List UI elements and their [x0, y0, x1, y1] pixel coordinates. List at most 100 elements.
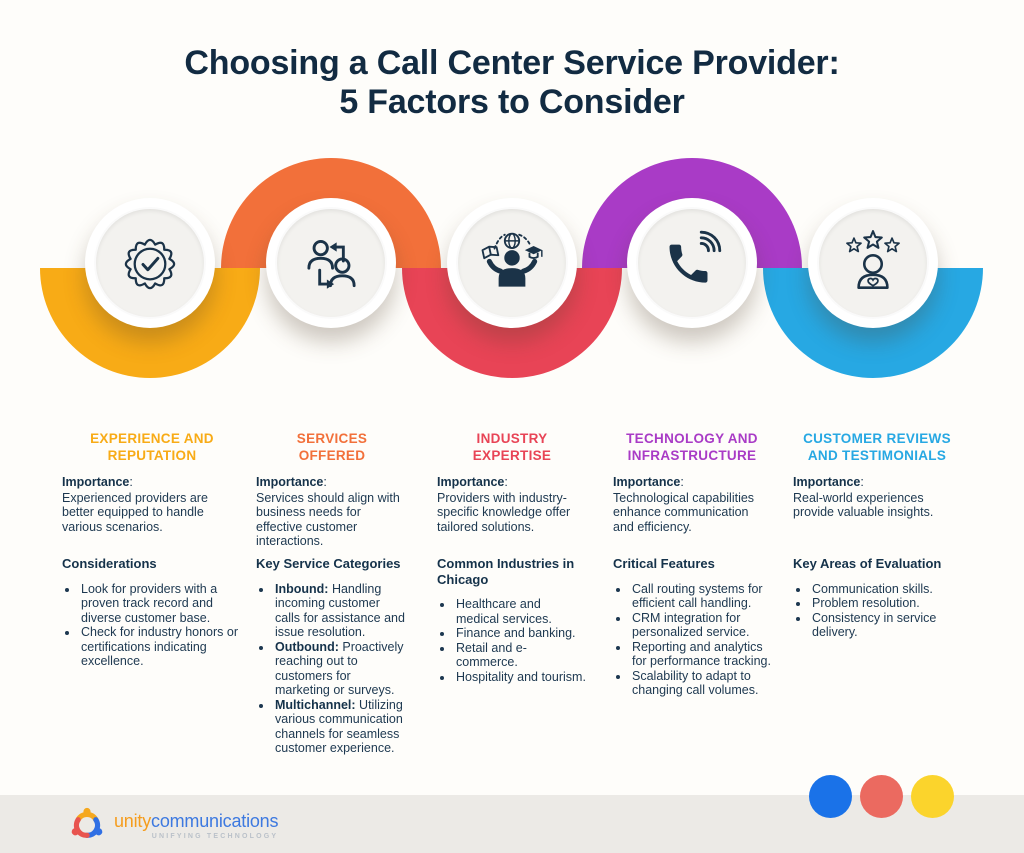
- importance-label: Importance: [793, 475, 864, 489]
- factor-subheading: Key Service Categories: [256, 556, 401, 571]
- logo-name-unity: unity: [114, 810, 152, 831]
- factor-heading: SERVICES OFFERED: [296, 431, 368, 463]
- rating-person-icon: [846, 230, 900, 289]
- decorative-dot: [860, 775, 903, 818]
- bullet-list: Healthcare and medical services.Finance …: [437, 597, 587, 684]
- importance-text: Services should align with business need…: [256, 490, 400, 549]
- bullet-item: Reporting and analytics for performance …: [630, 640, 771, 669]
- importance-text: Real-world experiences provide valuable …: [793, 490, 934, 520]
- factor-sub-block: Key Service Categories Inbound: Handling…: [256, 556, 408, 756]
- bullet-item: Healthcare and medical services.: [454, 597, 587, 626]
- factor-heading: EXPERIENCE AND REPUTATION: [90, 431, 214, 463]
- factor-circle: [627, 198, 757, 328]
- bullet-list: Communication skills.Problem resolution.…: [793, 582, 961, 640]
- badge-check-icon: [124, 238, 176, 290]
- bullet-text: Communication skills.: [812, 581, 933, 596]
- factor-circle-face: [638, 209, 746, 317]
- bullet-item: Retail and e-commerce.: [454, 641, 587, 670]
- bullet-item: Consistency in service delivery.: [810, 611, 961, 640]
- factor-wave: [0, 0, 1024, 420]
- bullet-text: Reporting and analytics for performance …: [632, 639, 771, 669]
- factor-column: EXPERIENCE AND REPUTATION Importance Exp…: [62, 430, 242, 790]
- logo-tagline: UNIFYING TECHNOLOGY: [151, 832, 279, 840]
- page-title: Choosing a Call Center Service Provider:…: [184, 44, 840, 121]
- bullet-text: Problem resolution.: [812, 596, 920, 610]
- importance-label: Importance: [62, 475, 133, 489]
- importance-block: Importance Technological capabilities en…: [613, 475, 771, 534]
- factor-heading: INDUSTRY EXPERTISE: [472, 431, 552, 463]
- factor-circle-face: [819, 209, 927, 317]
- bullet-text: Proactively reaching out to customers fo…: [275, 639, 404, 698]
- bullet-text: Call routing systems for efficient call …: [632, 581, 763, 611]
- bullet-text: Look for providers with a proven track r…: [81, 581, 218, 625]
- bullet-text: Retail and e-commerce.: [456, 640, 527, 670]
- decorative-dot: [911, 775, 954, 818]
- factor-heading: CUSTOMER REVIEWS AND TESTIMONIALS: [803, 431, 951, 463]
- factor-circle-face: [458, 209, 566, 317]
- bullet-list: Look for providers with a proven track r…: [62, 582, 242, 669]
- bullet-item: Finance and banking.: [454, 626, 587, 641]
- factor-circle: [447, 198, 577, 328]
- bullet-item: Inbound: Handling incoming customer call…: [273, 582, 408, 640]
- customer-exchange-icon: [307, 239, 356, 289]
- importance-block: Importance Providers with industry-speci…: [437, 475, 587, 534]
- bullet-item: CRM integration for personalized service…: [630, 611, 771, 640]
- factor-sub-block: Critical Features Call routing systems f…: [613, 556, 771, 698]
- importance-block: Importance Experienced providers are bet…: [62, 475, 242, 534]
- bullet-item: Hospitality and tourism.: [454, 670, 587, 685]
- bullet-item: Outbound: Proactively reaching out to cu…: [273, 640, 408, 698]
- footer-bar: [0, 795, 1024, 853]
- factor-column: CUSTOMER REVIEWS AND TESTIMONIALS Import…: [793, 430, 961, 790]
- bullet-item: Communication skills.: [810, 582, 961, 597]
- factor-column: TECHNOLOGY AND INFRASTRUCTURE Importance…: [613, 430, 771, 790]
- factor-circle: [266, 198, 396, 328]
- bullet-text: Healthcare and medical services.: [456, 597, 552, 626]
- bullet-bold-term: Inbound:: [275, 581, 329, 596]
- importance-block: Importance Services should align with bu…: [256, 475, 408, 549]
- factor-sub-block: Common Industries in Chicago Healthcare …: [437, 556, 587, 684]
- bullet-text: Utilizing various communication channels…: [275, 697, 403, 756]
- bullet-text: Consistency in service delivery.: [812, 610, 937, 640]
- factor-subheading: Key Areas of Evaluation: [793, 556, 942, 571]
- factor-column: SERVICES OFFERED Importance Services sho…: [256, 430, 408, 790]
- bullet-item: Look for providers with a proven track r…: [79, 582, 242, 626]
- factor-circle: [808, 198, 938, 328]
- bullet-text: Check for industry honors or certificati…: [81, 625, 239, 668]
- bullet-item: Call routing systems for efficient call …: [630, 582, 771, 611]
- bullet-item: Check for industry honors or certificati…: [79, 625, 242, 669]
- bullet-text: Handling incoming customer calls for ass…: [275, 581, 405, 640]
- factor-sub-block: Key Areas of Evaluation Communication sk…: [793, 556, 961, 640]
- company-logo: unitycommunications UNIFYING TECHNOLOGY: [66, 804, 278, 846]
- bullet-list: Inbound: Handling incoming customer call…: [256, 582, 408, 756]
- phone-signal-icon: [669, 230, 722, 283]
- factor-subheading: Critical Features: [613, 556, 715, 571]
- decorative-dot: [809, 775, 852, 818]
- importance-label: Importance: [437, 475, 508, 489]
- importance-text: Providers with industry-specific knowled…: [437, 490, 571, 534]
- factor-heading: TECHNOLOGY AND INFRASTRUCTURE: [626, 431, 758, 463]
- factor-sub-block: Considerations Look for providers with a…: [62, 556, 242, 669]
- bullet-text: Finance and banking.: [456, 626, 576, 640]
- importance-text: Experienced providers are better equippe…: [62, 490, 208, 534]
- bullet-item: Multichannel: Utilizing various communic…: [273, 698, 408, 756]
- logo-name: unitycommunications: [114, 811, 278, 831]
- importance-label: Importance: [613, 475, 684, 489]
- bullet-bold-term: Outbound:: [275, 639, 339, 654]
- bullet-item: Problem resolution.: [810, 596, 961, 611]
- factor-subheading: Considerations: [62, 556, 157, 571]
- bullet-item: Scalability to adapt to changing call vo…: [630, 669, 771, 698]
- bullet-text: CRM integration for personalized service…: [632, 610, 750, 640]
- importance-text: Technological capabilities enhance commu…: [613, 490, 755, 534]
- bullet-text: Scalability to adapt to changing call vo…: [632, 668, 759, 698]
- factor-circle-face: [96, 209, 204, 317]
- factor-circle: [85, 198, 215, 328]
- logo-name-communications: communications: [151, 810, 279, 831]
- factor-subheading: Common Industries in Chicago: [437, 556, 575, 587]
- importance-label: Importance: [256, 475, 327, 489]
- bullet-text: Hospitality and tourism.: [456, 669, 586, 684]
- bullet-list: Call routing systems for efficient call …: [613, 582, 771, 698]
- factor-column: INDUSTRY EXPERTISE Importance Providers …: [437, 430, 587, 790]
- factor-circle-face: [277, 209, 385, 317]
- importance-block: Importance Real-world experiences provid…: [793, 475, 961, 520]
- industry-knowledge-icon: [481, 232, 543, 287]
